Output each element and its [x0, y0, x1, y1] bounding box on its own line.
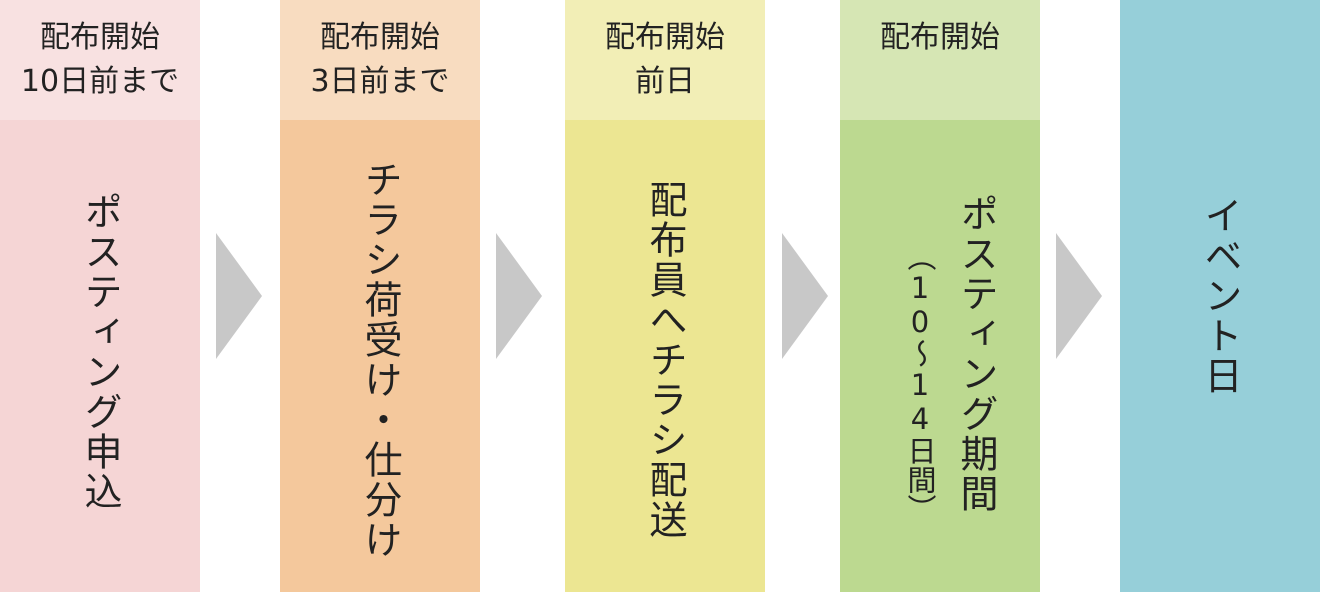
step-1-label: ポスティング申込: [78, 192, 122, 512]
step-5: イベント日: [1120, 0, 1320, 592]
step-1-body: ポスティング申込: [0, 120, 200, 592]
step-4-header-line-1: 配布開始: [880, 20, 1000, 55]
step-2: 配布開始 3日前まで チラシ荷受け・仕分け: [280, 0, 480, 592]
step-5-body: イベント日: [1120, 120, 1320, 592]
arrow-4-icon: [1056, 233, 1102, 359]
arrow-1-icon: [216, 233, 262, 359]
step-2-header-line-2: 3日前まで: [310, 64, 450, 99]
step-2-header-line-1: 配布開始: [320, 20, 440, 55]
step-4-header: 配布開始: [840, 0, 1040, 120]
step-4-sublabel: （10～14日間）: [903, 242, 937, 523]
step-3-header: 配布開始 前日: [565, 0, 765, 120]
step-4-label: ポスティング期間: [954, 194, 998, 514]
step-2-label: チラシ荷受け・仕分け: [358, 160, 402, 560]
step-1-header-line-2: 10日前まで: [20, 64, 180, 99]
step-4: 配布開始 ポスティング期間 （10～14日間）: [840, 0, 1040, 592]
step-3-header-line-2: 前日: [635, 64, 695, 99]
step-2-header: 配布開始 3日前まで: [280, 0, 480, 120]
step-3-body: 配布員へチラシ配送: [565, 120, 765, 592]
step-5-header: [1120, 0, 1320, 120]
step-1-header: 配布開始 10日前まで: [0, 0, 200, 120]
step-2-body: チラシ荷受け・仕分け: [280, 120, 480, 592]
step-3-label: 配布員へチラシ配送: [643, 180, 687, 540]
step-3-header-line-1: 配布開始: [605, 20, 725, 55]
step-3: 配布開始 前日 配布員へチラシ配送: [565, 0, 765, 592]
arrow-3-icon: [782, 233, 828, 359]
step-4-body: ポスティング期間 （10～14日間）: [840, 120, 1040, 592]
step-1-header-line-1: 配布開始: [40, 20, 160, 55]
step-1: 配布開始 10日前まで ポスティング申込: [0, 0, 200, 592]
step-5-label: イベント日: [1198, 196, 1242, 396]
arrow-2-icon: [496, 233, 542, 359]
